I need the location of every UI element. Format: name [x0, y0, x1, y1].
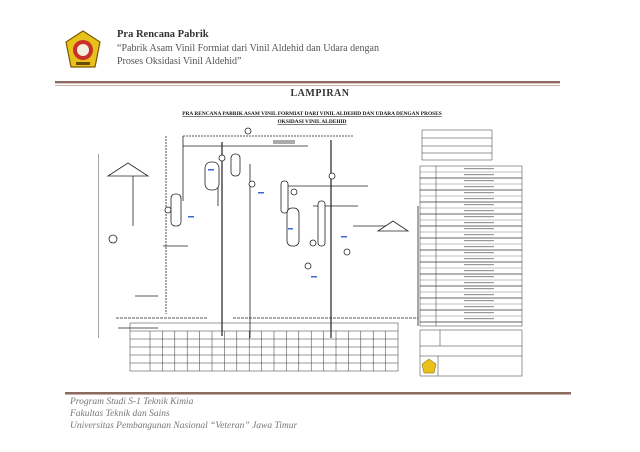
footer-divider — [65, 392, 571, 395]
equipment-name — [464, 222, 494, 224]
legend-box — [421, 129, 493, 161]
equipment-name — [464, 276, 494, 278]
equipment-name — [464, 192, 494, 194]
header-title: Pra Rencana Pabrik — [117, 29, 209, 40]
equipment-name — [464, 210, 494, 212]
equipment-name — [464, 312, 494, 314]
title-block — [419, 329, 523, 377]
equipment-name — [464, 168, 494, 170]
equipment-name — [464, 216, 494, 218]
equipment-name — [464, 258, 494, 260]
equipment-name — [464, 246, 494, 248]
equipment-name — [464, 318, 494, 320]
equipment-name — [464, 282, 494, 284]
equipment-name — [464, 186, 494, 188]
header-divider-thin — [55, 85, 560, 86]
equipment-list-frame — [419, 165, 523, 327]
equipment-name — [464, 300, 494, 302]
equipment-name — [464, 240, 494, 242]
equipment-name — [464, 228, 494, 230]
equipment-name — [464, 270, 494, 272]
equipment-name — [464, 306, 494, 308]
equipment-name — [464, 288, 494, 290]
equipment-name — [464, 264, 494, 266]
equipment-name — [464, 174, 494, 176]
equipment-name — [464, 294, 494, 296]
footer-faculty: Fakultas Teknik dan Sains — [70, 409, 170, 419]
diagram-title-2: OKSIDASI VINIL ALDEHID — [277, 119, 346, 125]
equipment-list — [419, 165, 523, 327]
university-logo — [65, 30, 101, 68]
section-title: LAMPIRAN — [290, 88, 350, 99]
process-lines — [98, 135, 419, 338]
equipment-name — [464, 252, 494, 254]
header-subtitle: “Pabrik Asam Vinil Formiat dari Vinil Al… — [117, 42, 417, 68]
equipment — [106, 127, 410, 270]
equipment-name — [464, 180, 494, 182]
equipment-name — [464, 198, 494, 200]
diagram-title-1: PRA RENCANA PABRIK ASAM VINIL FORMIAT DA… — [182, 111, 441, 117]
process-flow-diagram: PRA RENCANA PABRIK ASAM VINIL FORMIAT DA… — [98, 111, 523, 377]
header-divider — [55, 81, 560, 84]
footer-university: Universitas Pembangunan Nasional “Vetera… — [70, 421, 298, 431]
footer-program: Program Studi S-1 Teknik Kimia — [70, 397, 194, 407]
subtitle-line-1: “Pabrik Asam Vinil Formiat dari Vinil Al… — [117, 43, 379, 54]
stream-table — [129, 322, 399, 372]
stream-labels — [188, 169, 347, 278]
subtitle-line-2: Proses Oksidasi Vinil Aldehid” — [117, 56, 242, 67]
equipment-name — [464, 234, 494, 236]
equipment-name — [464, 204, 494, 206]
